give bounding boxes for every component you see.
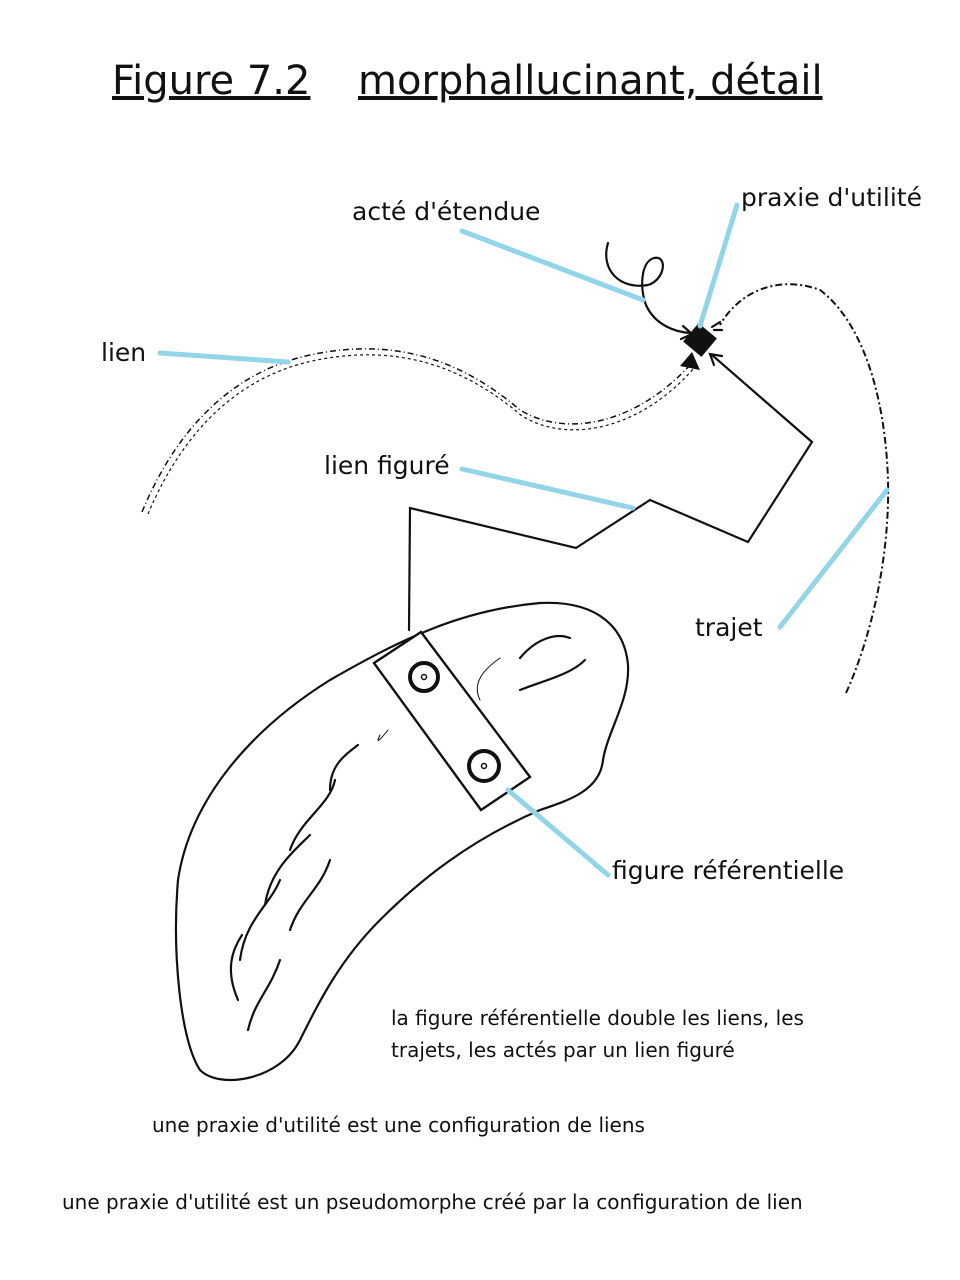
label-acte-etendue: acté d'étendue bbox=[352, 197, 540, 226]
lien-figure-line bbox=[407, 353, 814, 632]
figure-referentielle bbox=[372, 630, 532, 812]
note-1-line-2: trajets, les actés par un lien figuré bbox=[391, 1038, 735, 1062]
morphallucinant-blob bbox=[174, 601, 630, 1082]
note-3: une praxie d'utilité est un pseudomorphe… bbox=[62, 1190, 803, 1214]
label-figure-referentielle: figure référentielle bbox=[612, 856, 844, 885]
label-lien-figure: lien figuré bbox=[324, 451, 450, 480]
arrowhead-icon bbox=[708, 352, 724, 367]
blob-inner-strokes bbox=[229, 634, 587, 1032]
praxie-knot bbox=[683, 323, 717, 357]
trajet-curve bbox=[719, 283, 890, 694]
note-2: une praxie d'utilité est une configurati… bbox=[152, 1113, 645, 1137]
lien-curve bbox=[141, 348, 695, 515]
acte-loop bbox=[605, 241, 692, 335]
label-trajet: trajet bbox=[695, 613, 763, 642]
leader-lines bbox=[157, 202, 890, 878]
figure-number: Figure 7.2 bbox=[112, 58, 310, 104]
label-praxie-utilite: praxie d'utilité bbox=[741, 183, 922, 212]
note-1-line-1: la figure référentielle double les liens… bbox=[391, 1006, 804, 1030]
figure-title: morphallucinant, détail bbox=[358, 58, 823, 104]
arrowhead-icon bbox=[680, 352, 700, 370]
arrowhead-icon bbox=[710, 320, 724, 332]
label-lien: lien bbox=[101, 338, 146, 367]
